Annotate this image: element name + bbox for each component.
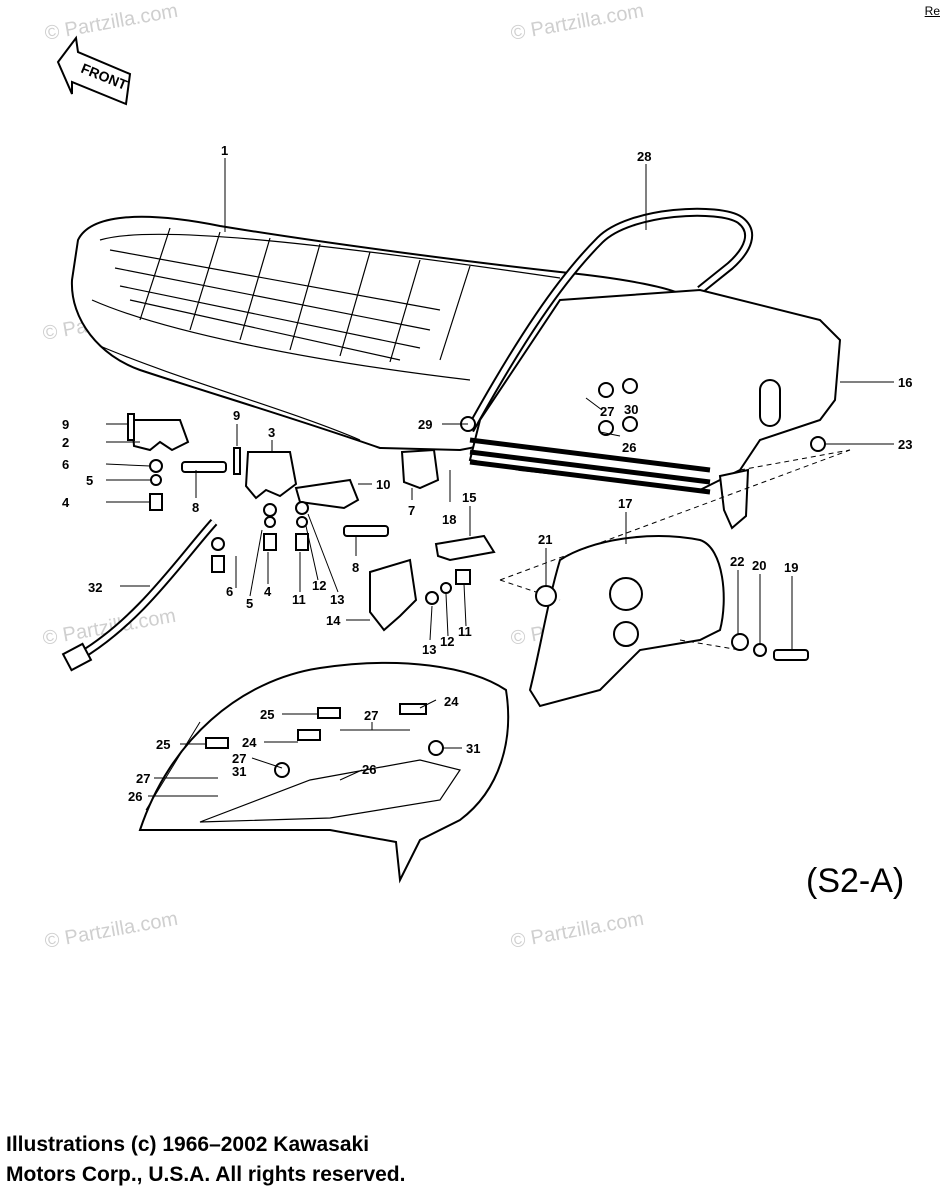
callout-13: 13 (330, 592, 344, 607)
callout-27: 27 (232, 751, 246, 766)
callout-27: 27 (136, 771, 150, 786)
tail-cover (468, 288, 842, 530)
watermark: © Partzilla.com (43, 908, 180, 953)
callout-12: 12 (312, 578, 326, 593)
callout-5: 5 (86, 473, 93, 488)
callout-5: 5 (246, 596, 253, 611)
callout-19: 19 (784, 560, 798, 575)
callout-12: 12 (440, 634, 454, 649)
callout-23: 23 (898, 437, 912, 452)
watermark: © Partzilla.com (41, 605, 178, 650)
callouts: 1 28 16 23 27 30 26 29 9 2 6 5 4 9 3 10 … (62, 143, 912, 804)
callout-13: 13 (422, 642, 436, 657)
callout-26: 26 (622, 440, 636, 455)
tail-light-housing (528, 535, 725, 708)
callout-6: 6 (226, 584, 233, 599)
callout-7: 7 (408, 503, 415, 518)
callout-16: 16 (898, 375, 912, 390)
callout-18: 18 (442, 512, 456, 527)
callout-20: 20 (752, 558, 766, 573)
callout-28: 28 (637, 149, 651, 164)
callout-15: 15 (462, 490, 476, 505)
callout-14: 14 (326, 613, 341, 628)
diagram-code: (S2-A) (806, 862, 905, 900)
watermark: © Partzilla.com (43, 0, 180, 45)
callout-2: 2 (62, 435, 69, 450)
callout-4: 4 (62, 495, 70, 510)
callout-1: 1 (221, 143, 228, 158)
watermark: © Partzilla.com (509, 0, 646, 45)
callout-4: 4 (264, 584, 272, 599)
callout-22: 22 (730, 554, 744, 569)
callout-25: 25 (156, 737, 170, 752)
callout-30: 30 (624, 402, 638, 417)
leader-lines (105, 158, 894, 811)
copyright-line-1: Illustrations (c) 1966–2002 Kawasaki (6, 1133, 370, 1156)
callout-32: 32 (88, 580, 102, 595)
seat-pan (138, 661, 510, 884)
callout-11: 11 (458, 624, 472, 639)
callout-29: 29 (418, 417, 432, 432)
callout-11: 11 (292, 592, 306, 607)
callout-31: 31 (466, 741, 480, 756)
callout-31: 31 (232, 764, 246, 779)
front-arrow-icon: FRONT (56, 35, 132, 106)
callout-24: 24 (444, 694, 459, 709)
watermark: © Partzilla.com (509, 908, 646, 953)
callout-26: 26 (362, 762, 376, 777)
callout-6: 6 (62, 457, 69, 472)
corner-text: Re (924, 4, 940, 18)
callout-9: 9 (233, 408, 240, 423)
callout-3: 3 (268, 425, 275, 440)
callout-8: 8 (352, 560, 359, 575)
callout-24: 24 (242, 735, 257, 750)
callout-21: 21 (538, 532, 552, 547)
callout-8: 8 (192, 500, 199, 515)
seat-strap (61, 519, 218, 672)
callout-27: 27 (364, 708, 378, 723)
callout-17: 17 (618, 496, 632, 511)
callout-26: 26 (128, 789, 142, 804)
copyright-line-2: Motors Corp., U.S.A. All rights reserved… (6, 1163, 406, 1186)
copyright-notice: Illustrations (c) 1966–2002 Kawasaki Mot… (6, 1130, 405, 1190)
callout-25: 25 (260, 707, 274, 722)
callout-27: 27 (600, 404, 614, 419)
callout-9: 9 (62, 417, 69, 432)
callout-10: 10 (376, 477, 390, 492)
hinge-hardware (127, 413, 826, 778)
